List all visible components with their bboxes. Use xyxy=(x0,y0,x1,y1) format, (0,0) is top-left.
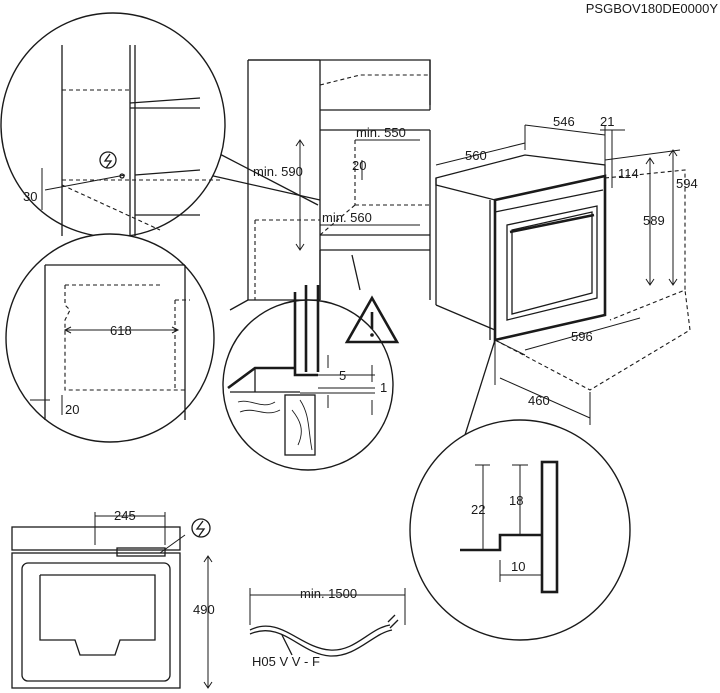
callout-line-top-b xyxy=(211,149,319,206)
dim-cable-min: min. 1500 xyxy=(300,586,357,601)
warning-icon xyxy=(344,295,400,344)
dim-detail-18: 18 xyxy=(509,493,523,508)
detail-circle-opening xyxy=(5,233,215,443)
dim-socket-vert: 490 xyxy=(193,602,215,617)
detail-circle-socket xyxy=(0,12,226,238)
dim-height-body: 589 xyxy=(643,213,665,228)
cabinet-niche xyxy=(229,59,431,311)
power-cable xyxy=(249,588,406,657)
callout-line-niche xyxy=(351,254,361,291)
dim-floor-gap: 20 xyxy=(65,402,79,417)
dim-socket-dist: 245 xyxy=(114,508,136,523)
dim-front-width: 596 xyxy=(571,329,593,344)
dim-bottom-depth: 460 xyxy=(528,393,550,408)
oven-back-view xyxy=(11,512,213,689)
detail-circle-gap xyxy=(222,285,394,471)
dim-niche-min-height: min. 590 xyxy=(253,164,303,179)
document-code: PSGBOV180DE0000Y xyxy=(586,1,719,16)
dim-detail-10: 10 xyxy=(511,559,525,574)
dim-detail-22: 22 xyxy=(471,502,485,517)
dim-niche-min-width: min. 550 xyxy=(356,125,406,140)
callout-line-oven xyxy=(464,339,496,436)
power-socket-icon xyxy=(99,151,117,169)
dim-opening-width: 618 xyxy=(110,323,132,338)
dim-height-total: 594 xyxy=(676,176,698,191)
dim-front-offset: 21 xyxy=(600,114,614,129)
dim-oven-width: 560 xyxy=(465,148,487,163)
dim-step-5: 5 xyxy=(339,368,346,383)
oven-isometric xyxy=(435,124,691,425)
dim-top-offset: 114 xyxy=(618,166,639,181)
detail-circle-front xyxy=(409,419,631,641)
dim-socket-height: 30 xyxy=(23,189,37,204)
power-socket-icon-back xyxy=(191,518,211,538)
cable-type-label: H05 V V - F xyxy=(252,654,320,669)
dim-niche-gap: 20 xyxy=(352,158,366,173)
dim-niche-min-depth: min. 560 xyxy=(322,210,372,225)
dim-oven-depth: 546 xyxy=(553,114,575,129)
dim-step-1: 1 xyxy=(380,380,387,395)
